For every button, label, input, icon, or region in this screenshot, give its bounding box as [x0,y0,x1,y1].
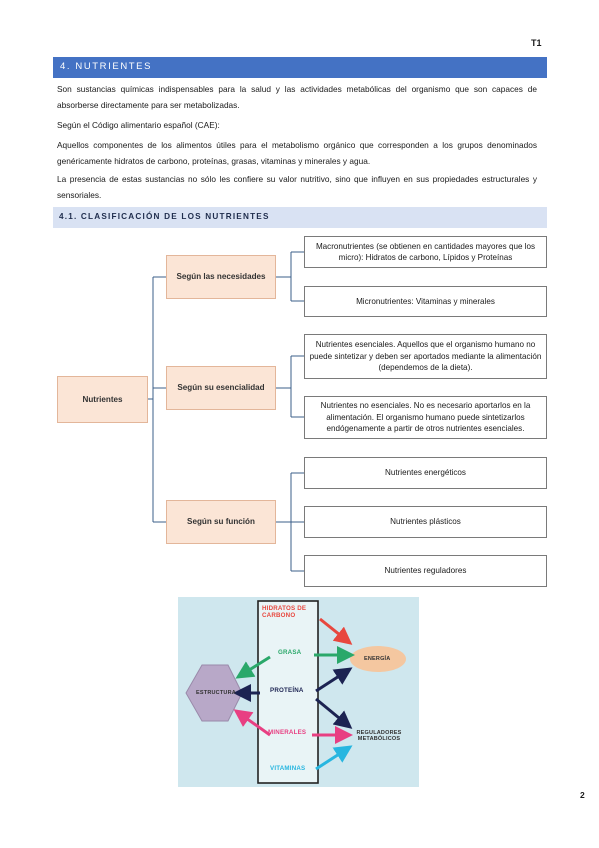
arrow-protein-regulators [315,697,353,729]
arrow-minerals-structure [233,709,271,737]
paragraph-properties: La presencia de estas sustancias no sólo… [57,174,537,200]
label-grasa: GRASA [278,649,302,656]
page-tag: T1 [531,38,542,48]
label-energia: ENERGÍA [364,656,391,662]
branch-necesidades: Según las necesidades [166,255,276,299]
root-nutrientes: Nutrientes [57,376,148,423]
label-vitaminas: VITAMINAS [270,765,306,772]
regulators-area [350,722,406,752]
paragraph-cae-definition: Aquellos componentes de los alimentos út… [57,140,537,166]
label-proteina: PROTEÍNA [270,687,304,694]
paragraph-cae-intro: Según el Código alimentario español (CAE… [57,120,220,130]
arrow-protein-energy [315,667,353,693]
section-title: 4. NUTRIENTES [53,57,547,78]
nutrient-functions-figure: HIDRATOS DE CARBONO GRASA PROTEÍNA MINER… [178,597,419,787]
label-estructura: ESTRUCTURA [196,690,236,696]
branch-esencialidad: Según su esencialidad [166,366,276,410]
label-hidratos: HIDRATOS DE CARBONO [262,605,307,619]
branch-funcion: Según su función [166,500,276,544]
leaf-energeticos: Nutrientes energéticos [304,457,547,489]
leaf-esenciales: Nutrientes esenciales. Aquellos que el o… [304,334,547,379]
nutrient-column-frame [257,600,319,784]
arrow-fat-structure [235,655,271,679]
leaf-no-esenciales: Nutrientes no esenciales. No es necesari… [304,396,547,439]
energy-ellipse [350,646,406,672]
page-number: 2 [580,790,585,800]
leaf-reguladores: Nutrientes reguladores [304,555,547,587]
leaf-plasticos: Nutrientes plásticos [304,506,547,538]
arrow-vitamins-regulators [315,745,353,771]
paragraph-definition: Son sustancias químicas indispensables p… [57,84,537,110]
label-minerales: MINERALES [268,729,307,736]
figure-drawing [185,600,406,784]
label-reguladores: REGULADORES METABÓLICOS [356,730,402,742]
subsection-title: 4.1. CLASIFICACIÓN DE LOS NUTRIENTES [53,207,547,228]
arrow-carbs-energy [319,617,353,645]
leaf-macronutrientes: Macronutrientes (se obtienen en cantidad… [304,236,547,268]
leaf-micronutrientes: Micronutrientes: Vitaminas y minerales [304,286,547,317]
